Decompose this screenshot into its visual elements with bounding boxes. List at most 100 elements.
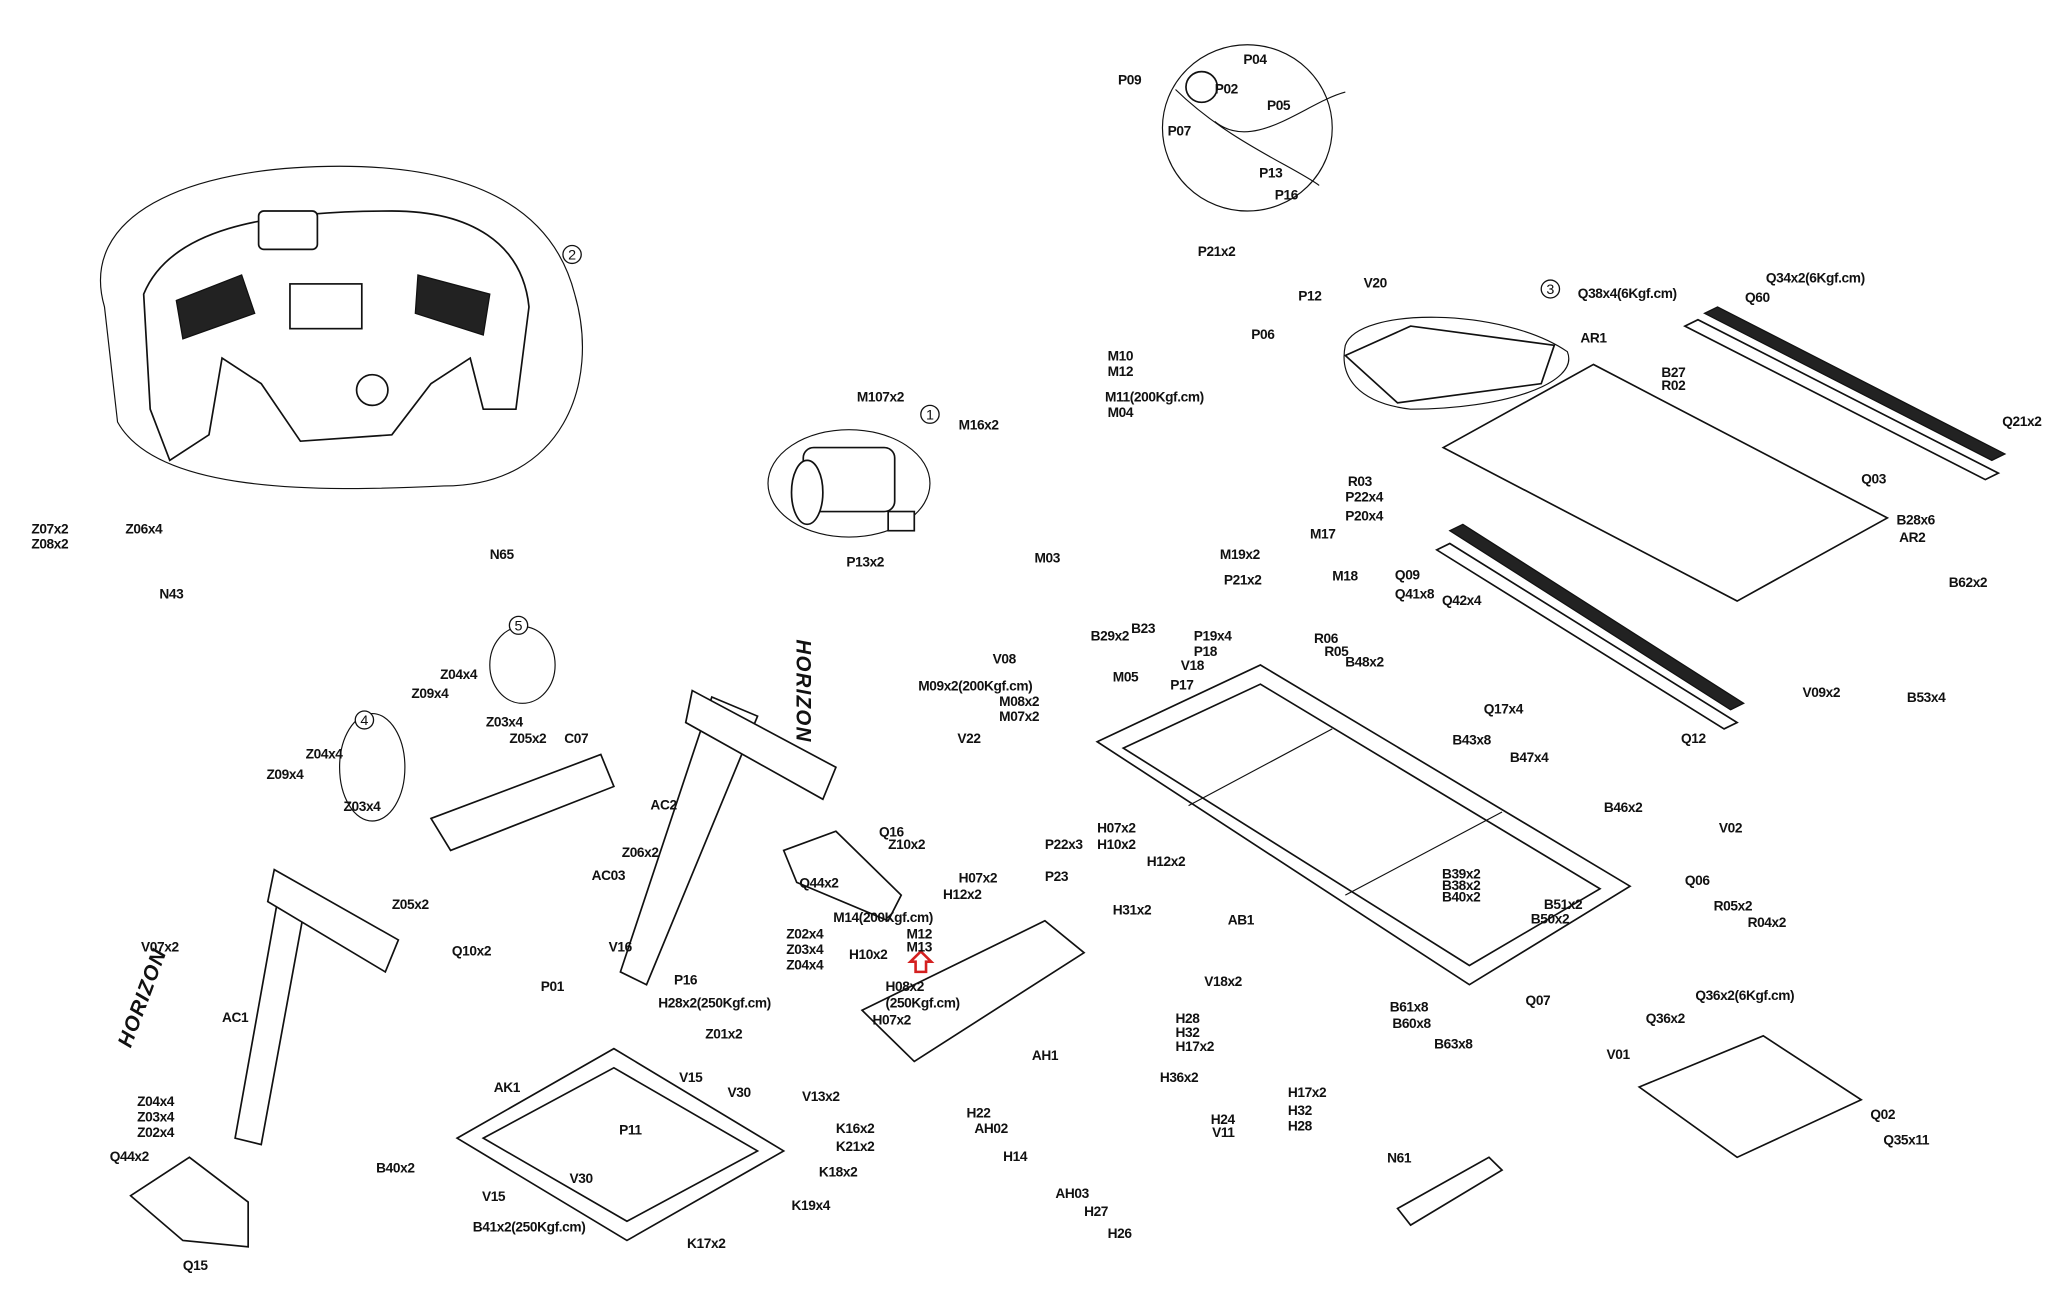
part-label-r02: R02 <box>1661 378 1685 393</box>
part-label-ac03: AC03 <box>592 868 626 883</box>
part-label-q17x4: Q17x4 <box>1484 702 1524 717</box>
part-label-p19x4: P19x4 <box>1194 629 1233 644</box>
part-label-p22x3: P22x3 <box>1045 837 1084 852</box>
part-label-h28: H28 <box>1288 1119 1313 1134</box>
part-label-m09x2-200kgf-cm: M09x2(200Kgf.cm) <box>918 679 1032 694</box>
part-label-p05: P05 <box>1267 98 1291 113</box>
part-label-z02x4: Z02x4 <box>786 927 824 942</box>
brand-text: HORIZON <box>792 639 815 742</box>
part-label-v08: V08 <box>993 652 1017 667</box>
part-label-r04x2: R04x2 <box>1748 915 1786 930</box>
part-label-c07: C07 <box>564 731 588 746</box>
part-label-ah1: AH1 <box>1032 1048 1059 1063</box>
part-label-q34x2-6kgf-cm: Q34x2(6Kgf.cm) <box>1766 271 1865 286</box>
callout-5: 5 <box>508 615 529 635</box>
part-label-z04x4: Z04x4 <box>306 746 344 761</box>
part-label-r06: R06 <box>1314 631 1339 646</box>
part-label-k21x2: K21x2 <box>836 1139 874 1154</box>
part-label-v20: V20 <box>1364 276 1387 291</box>
part-label-h12x2: H12x2 <box>1147 854 1185 869</box>
part-label-v22: V22 <box>957 731 980 746</box>
part-label-v18: V18 <box>1181 658 1205 673</box>
part-label-z03x4: Z03x4 <box>786 942 824 957</box>
part-label-z01x2: Z01x2 <box>705 1027 742 1042</box>
part-label-m07x2: M07x2 <box>999 709 1039 724</box>
part-label-ah03: AH03 <box>1055 1186 1089 1201</box>
callout-number: 5 <box>515 619 523 635</box>
part-label-h08x2: H08x2 <box>886 979 924 994</box>
part-label-q60: Q60 <box>1745 290 1770 305</box>
part-label-v15: V15 <box>679 1070 703 1085</box>
part-label-q41x8: Q41x8 <box>1395 587 1435 602</box>
part-label-q42x4: Q42x4 <box>1442 593 1482 608</box>
part-label-b40x2: B40x2 <box>1442 890 1480 905</box>
callout-number: 1 <box>926 408 934 424</box>
part-label-v30: V30 <box>728 1085 751 1100</box>
part-label-q44x2: Q44x2 <box>799 876 838 891</box>
part-label-p07: P07 <box>1168 124 1191 139</box>
part-label-b43x8: B43x8 <box>1452 732 1491 747</box>
part-label-p17: P17 <box>1170 677 1193 692</box>
main-frame <box>1095 664 1632 986</box>
part-label-m10: M10 <box>1108 349 1133 364</box>
part-label-h17x2: H17x2 <box>1288 1085 1326 1100</box>
part-label-h28: H28 <box>1176 1011 1201 1026</box>
part-label-n65: N65 <box>490 547 515 562</box>
part-label-p13x2: P13x2 <box>846 555 884 570</box>
part-label-p16: P16 <box>674 973 698 988</box>
part-label-m107x2: M107x2 <box>857 390 904 405</box>
part-label-h14: H14 <box>1003 1149 1028 1164</box>
part-label-h07x2: H07x2 <box>959 871 997 886</box>
part-label-z09x4: Z09x4 <box>266 767 304 782</box>
part-label-h32: H32 <box>1288 1103 1312 1118</box>
part-label-b29x2: B29x2 <box>1091 629 1129 644</box>
part-label-ab1: AB1 <box>1228 913 1255 928</box>
part-label-v30: V30 <box>569 1171 592 1186</box>
part-label-m13: M13 <box>906 940 932 955</box>
part-label-z03x4: Z03x4 <box>344 799 382 814</box>
part-label-k16x2: K16x2 <box>836 1121 874 1136</box>
part-label-p22x4: P22x4 <box>1345 489 1384 504</box>
part-label-q16: Q16 <box>879 824 905 839</box>
part-label-q36x2: Q36x2 <box>1646 1011 1685 1026</box>
part-label-h32: H32 <box>1176 1025 1200 1040</box>
part-label-ar1: AR1 <box>1580 331 1607 346</box>
part-label-h12x2: H12x2 <box>943 887 981 902</box>
part-label-z08x2: Z08x2 <box>31 537 68 552</box>
part-label-z06x2: Z06x2 <box>622 845 659 860</box>
part-label-z05x2: Z05x2 <box>392 897 429 912</box>
part-label-m17: M17 <box>1310 527 1335 542</box>
part-label-b60x8: B60x8 <box>1392 1016 1431 1031</box>
motor-assembly <box>767 429 931 538</box>
part-label-b23: B23 <box>1131 621 1156 636</box>
callout-2: 2 <box>562 244 582 265</box>
part-label-ar2: AR2 <box>1899 530 1925 545</box>
callout-number: 3 <box>1546 282 1554 298</box>
callout-3: 3 <box>1540 279 1561 299</box>
part-label-h36x2: H36x2 <box>1160 1070 1198 1085</box>
part-label-z02x4: Z02x4 <box>137 1125 175 1140</box>
part-label-ac1: AC1 <box>222 1010 249 1025</box>
part-label-k18x2: K18x2 <box>819 1165 857 1180</box>
part-label-ah02: AH02 <box>974 1121 1007 1136</box>
part-label-h10x2: H10x2 <box>849 947 887 962</box>
part-label-b63x8: B63x8 <box>1434 1037 1473 1052</box>
part-label-n61: N61 <box>1387 1151 1412 1166</box>
part-label-h17x2: H17x2 <box>1176 1039 1214 1054</box>
part-label-b39x2: B39x2 <box>1442 867 1480 882</box>
part-label-m18: M18 <box>1332 569 1358 584</box>
part-label-p21x2: P21x2 <box>1198 244 1236 259</box>
part-label-p23: P23 <box>1045 869 1069 884</box>
part-label-m05: M05 <box>1113 670 1139 685</box>
highlight-arrow-icon <box>907 949 935 974</box>
part-label-z04x4: Z04x4 <box>440 667 478 682</box>
part-label-p02: P02 <box>1215 81 1238 96</box>
part-label-q10x2: Q10x2 <box>452 943 491 958</box>
part-label-z05x2: Z05x2 <box>509 731 546 746</box>
part-label-m12: M12 <box>906 927 931 942</box>
part-label-b53x4: B53x4 <box>1907 690 1946 705</box>
part-label-q07: Q07 <box>1526 993 1551 1008</box>
part-label-b61x8: B61x8 <box>1390 1000 1429 1015</box>
part-label-m12: M12 <box>1108 364 1133 379</box>
